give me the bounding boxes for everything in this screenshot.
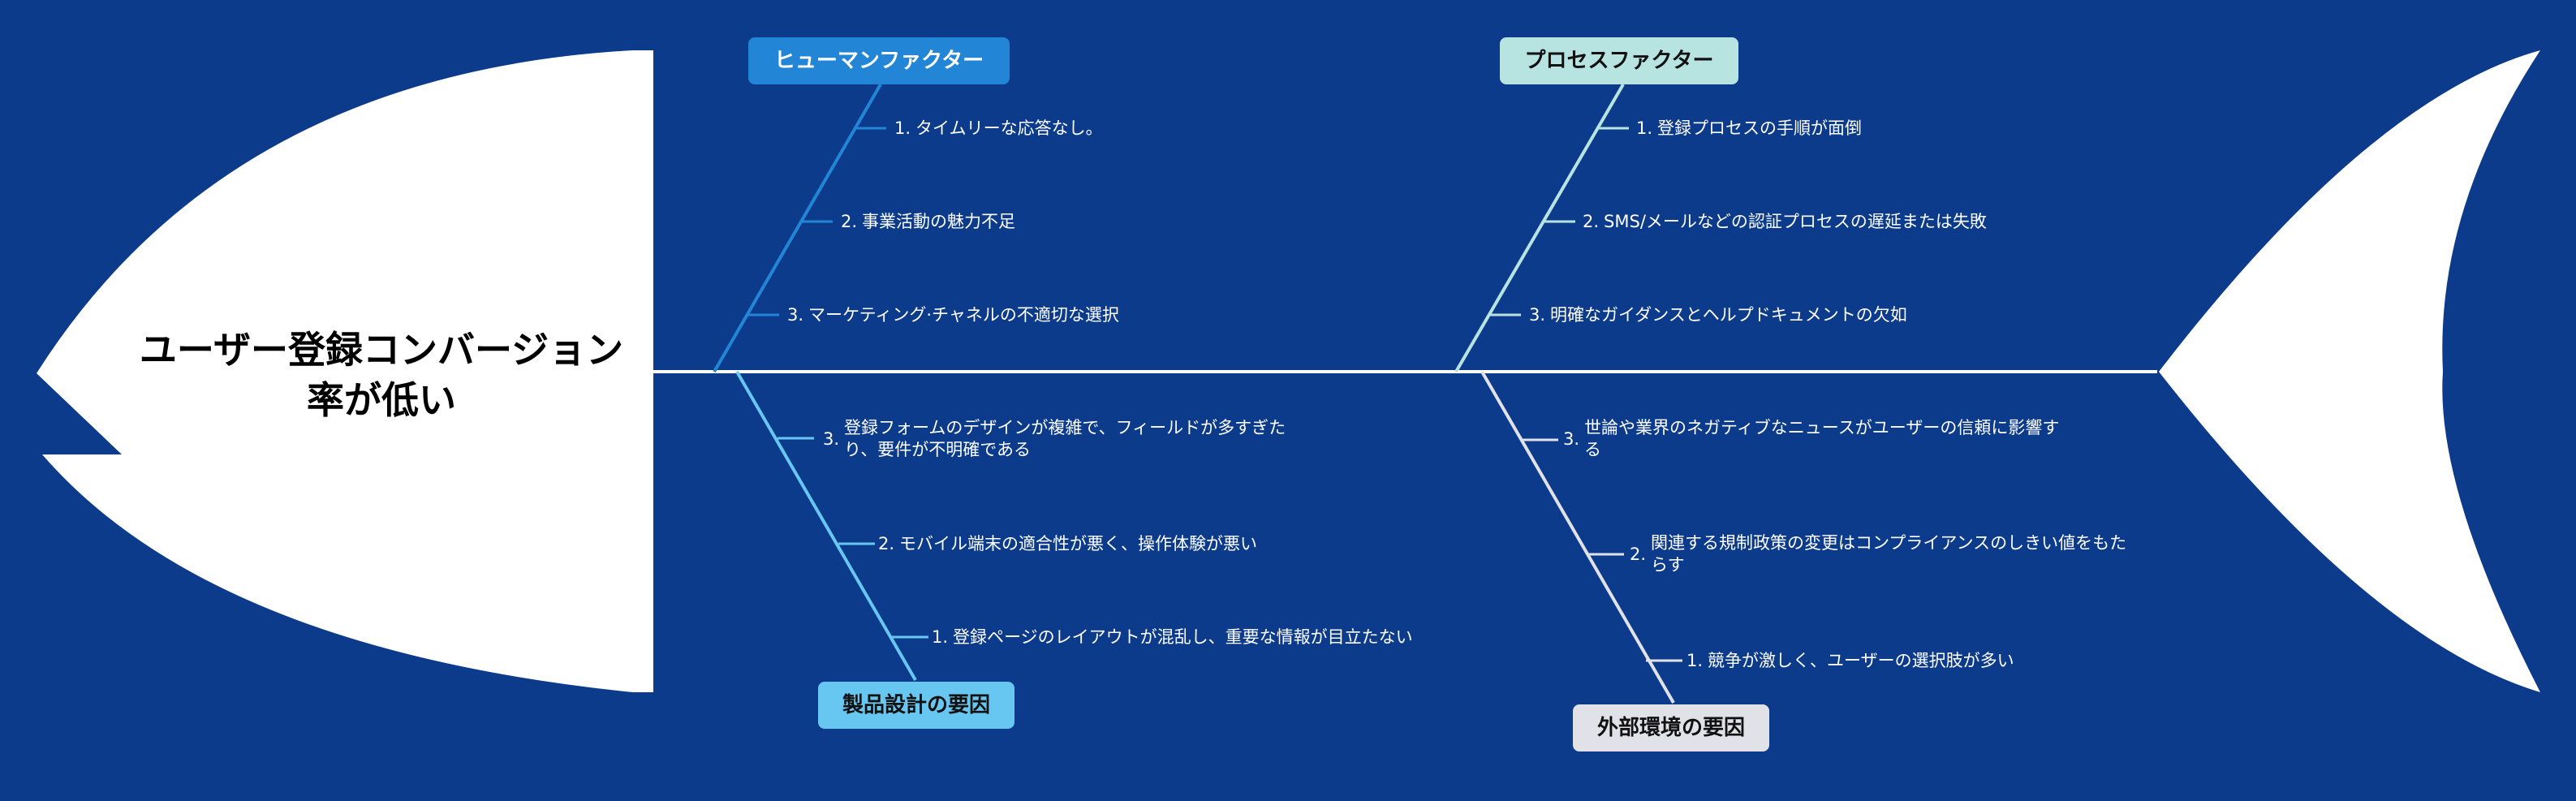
cause-process-3: 3. 明確なガイダンスとヘルプドキュメントの欠如	[1529, 304, 2016, 326]
fish-head	[37, 50, 653, 692]
cause-human-3: 3. マーケティング·チャネルの不適切な選択	[787, 304, 1209, 326]
cause-number: 2.	[1583, 212, 1600, 231]
cause-number: 3.	[1563, 429, 1580, 449]
cause-external-1: 1. 競争が激しく、ユーザーの選択肢が多い	[1686, 650, 2141, 672]
cause-text: 登録ページのレイアウトが混乱し、重要な情報が目立たない	[953, 627, 1413, 647]
cause-product-1: 1. 登録ページのレイアウトが混乱し、重要な情報が目立たない	[932, 627, 1435, 648]
cause-number: 3.	[1529, 305, 1546, 325]
cause-number: 1.	[894, 118, 911, 138]
cause-process-2: 2. SMS/メールなどの認証プロセスの遅延または失敗	[1583, 211, 2102, 233]
cause-human-1: 1. タイムリーな応答なし。	[894, 118, 1187, 140]
cause-text: モバイル端末の適合性が悪く、操作体験が悪い	[899, 534, 1258, 553]
cause-text: マーケティング·チャネルの不適切な選択	[808, 305, 1119, 325]
cause-text: 関連する規制政策の変更はコンプライアンスのしきい値をもたらす	[1651, 533, 2127, 575]
bone-process	[1454, 83, 1625, 373]
fish-tail	[2159, 50, 2540, 692]
problem-statement: ユーザー登録コンバージョン率が低い	[139, 328, 624, 422]
category-label: ヒューマンファクター	[773, 49, 984, 73]
cause-external-3: 3. 世論や業界のネガティブなニュースがユーザーの信頼に影響する	[1563, 417, 2066, 461]
cause-process-1: 1. 登録プロセスの手順が面倒	[1636, 118, 1977, 140]
cause-text: タイムリーな応答なし。	[915, 118, 1103, 138]
cause-number: 2.	[841, 212, 858, 231]
category-label: 外部環境の要因	[1596, 716, 1745, 740]
category-human-factor[interactable]: ヒューマンファクター	[748, 37, 1010, 84]
cause-text: 世論や業界のネガティブなニュースがユーザーの信頼に影響する	[1584, 418, 2060, 459]
cause-text: 事業活動の魅力不足	[862, 212, 1016, 231]
cause-number: 2.	[1630, 545, 1647, 564]
cause-text: 登録プロセスの手順が面倒	[1657, 118, 1863, 138]
cause-text: 登録フォームのデザインが複雑で、フィールドが多すぎたり、要件が不明確である	[844, 418, 1286, 459]
cause-human-2: 2. 事業活動の魅力不足	[841, 211, 1133, 233]
cause-number: 3.	[787, 305, 804, 325]
cause-text: 競争が激しく、ユーザーの選択肢が多い	[1708, 651, 2014, 670]
bone-human	[713, 83, 882, 373]
category-label: 製品設計の要因	[842, 693, 990, 717]
cause-number: 3.	[823, 429, 840, 449]
cause-number: 2.	[878, 534, 895, 553]
bone-product	[735, 370, 917, 682]
cause-text: 明確なガイダンスとヘルプドキュメントの欠如	[1550, 305, 1907, 325]
cause-product-2: 2. モバイル端末の適合性が悪く、操作体験が悪い	[878, 533, 1333, 555]
cause-number: 1.	[1636, 118, 1653, 138]
cause-external-2: 2. 関連する規制政策の変更はコンプライアンスのしきい値をもたらす	[1630, 532, 2133, 576]
category-product-design[interactable]: 製品設計の要因	[818, 682, 1014, 729]
cause-text: SMS/メールなどの認証プロセスの遅延または失敗	[1604, 212, 1987, 231]
category-external-environment[interactable]: 外部環境の要因	[1573, 704, 1769, 751]
cause-number: 1.	[1686, 651, 1704, 670]
category-process-factor[interactable]: プロセスファクター	[1500, 37, 1738, 84]
cause-product-3: 3. 登録フォームのデザインが複雑で、フィールドが多すぎたり、要件が不明確である	[823, 417, 1294, 461]
cause-number: 1.	[932, 627, 949, 647]
bone-external	[1480, 370, 1675, 704]
category-label: プロセスファクター	[1524, 49, 1714, 73]
